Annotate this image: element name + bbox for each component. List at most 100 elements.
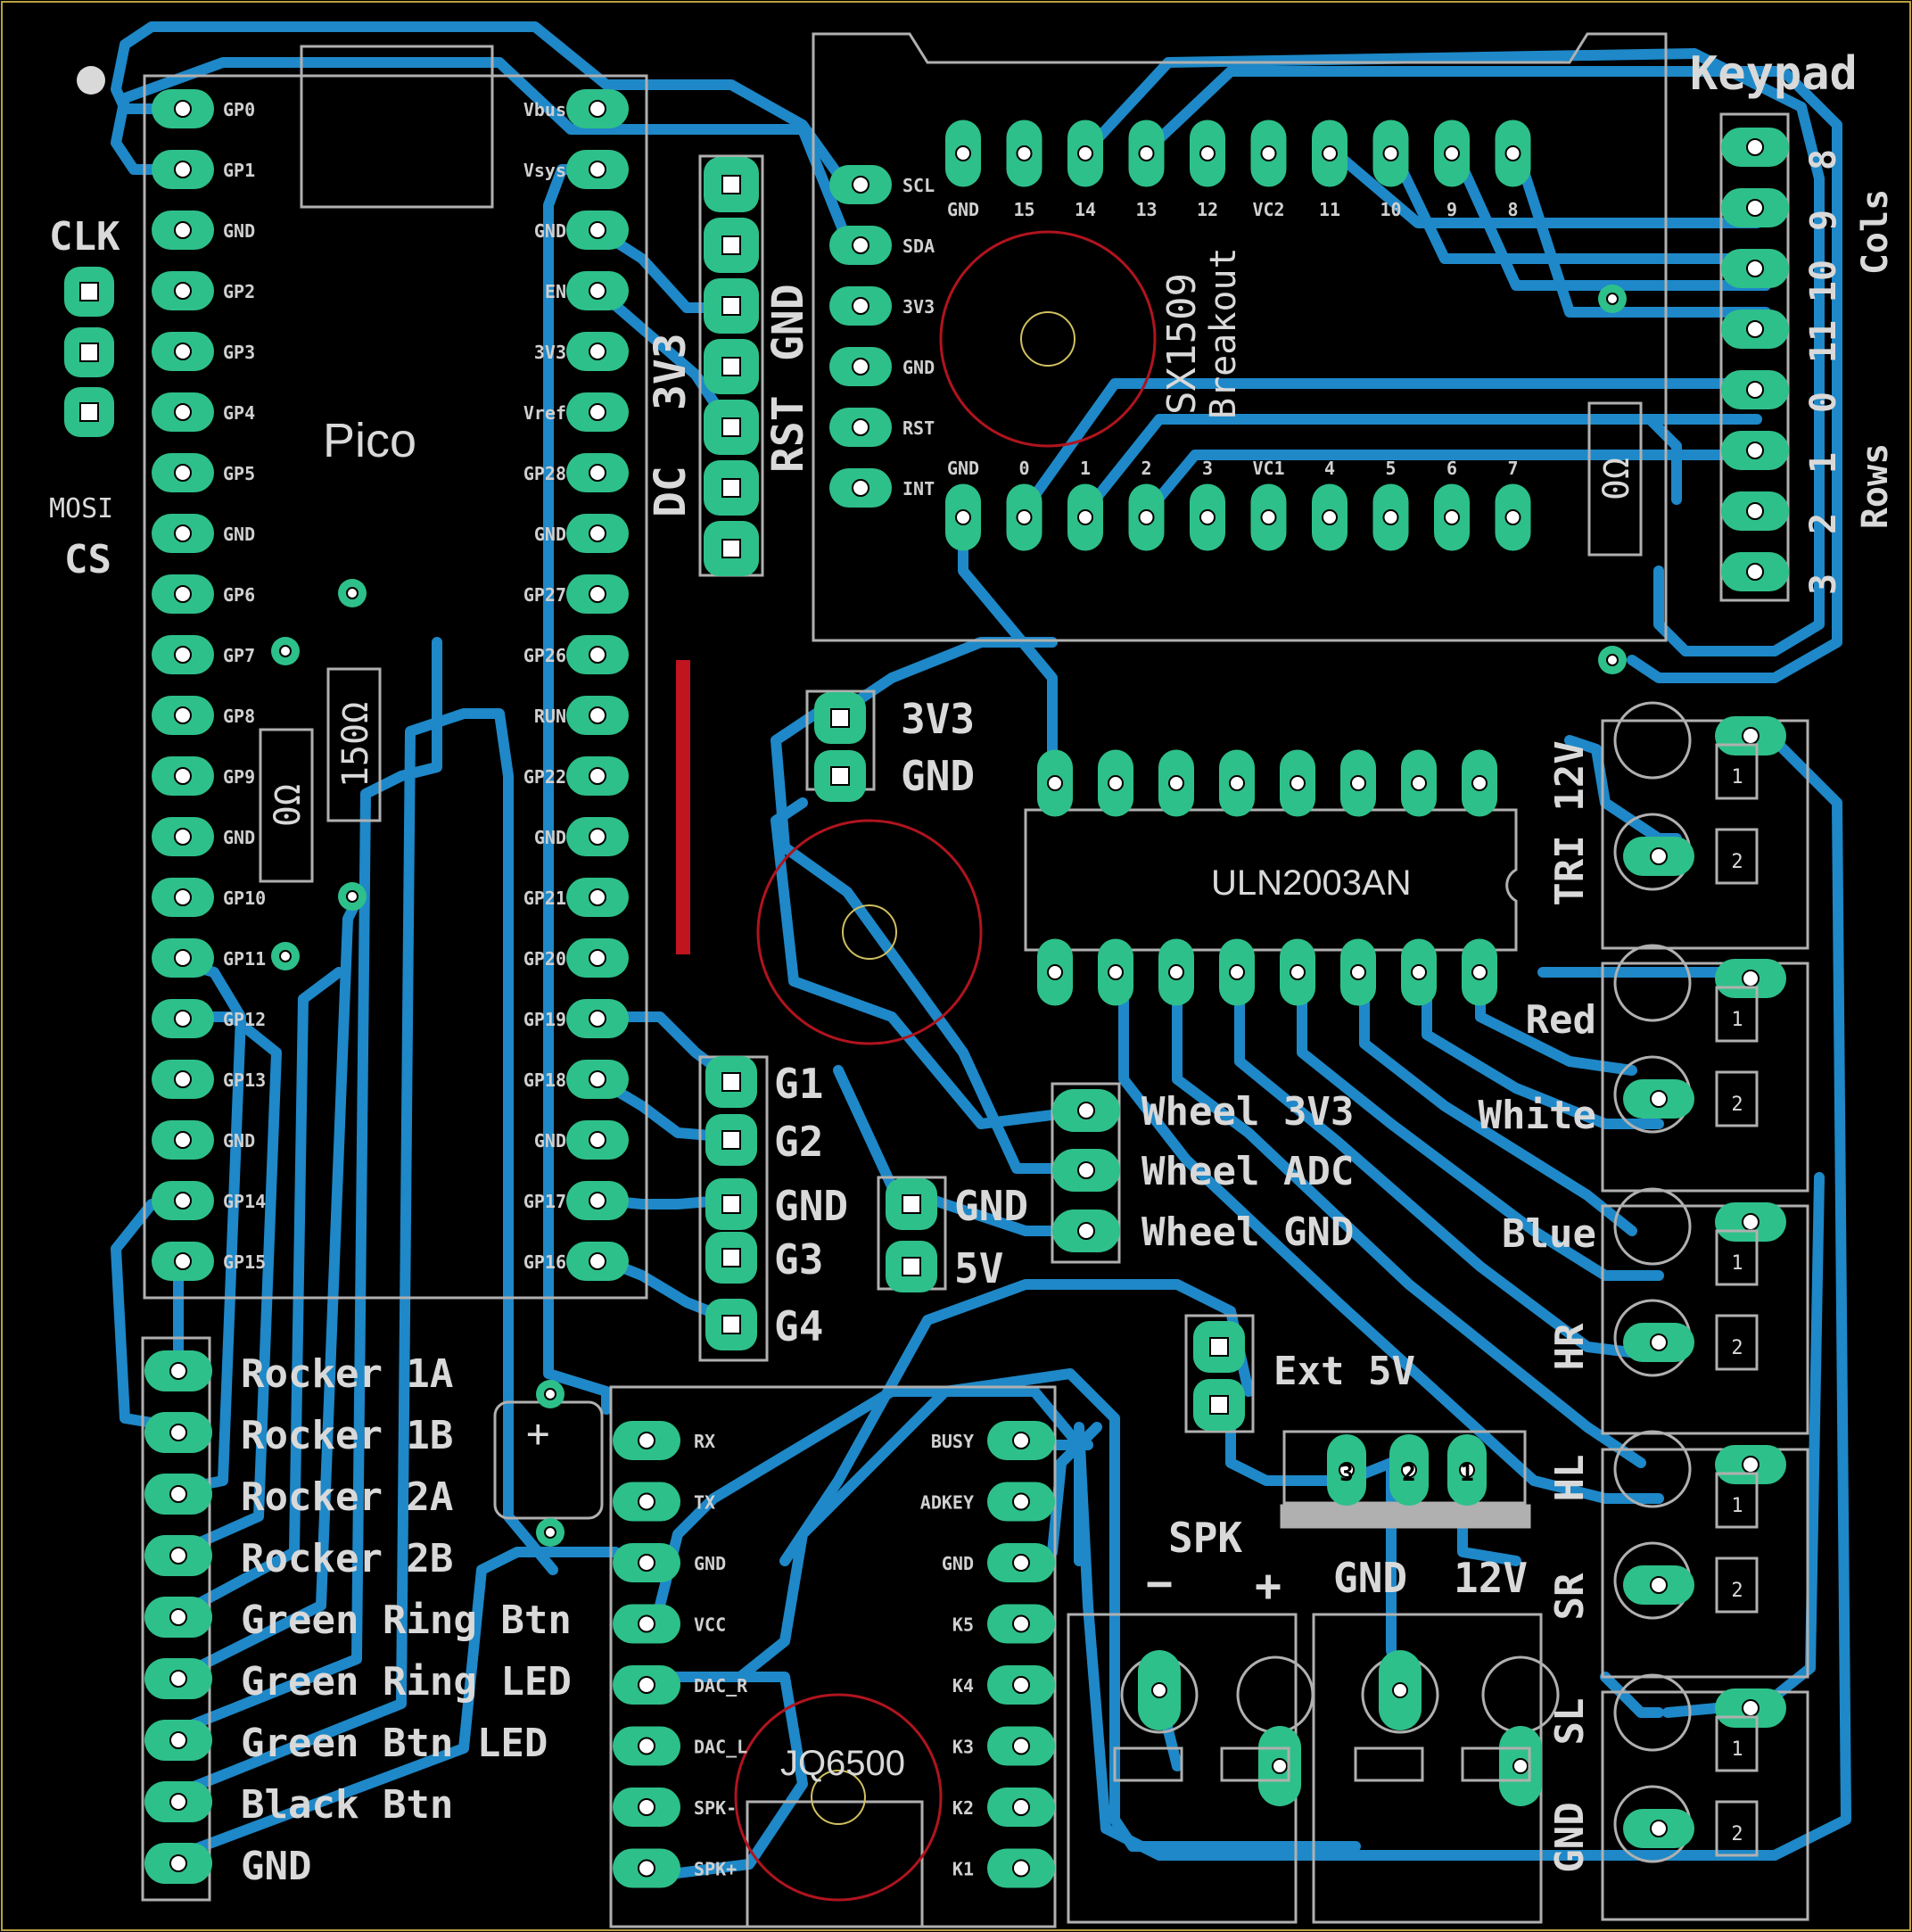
keypad-pad-7 — [1721, 552, 1789, 591]
pico-left-label-gp12: GP12 — [223, 1009, 266, 1030]
jq6500-right-label-k5: K5 — [952, 1614, 974, 1636]
uln-bottom-pad-2 — [1158, 938, 1194, 1006]
terminal-num1-3: 1 — [1731, 1495, 1743, 1517]
pico-right-label-gp21: GP21 — [523, 888, 566, 909]
pads-layer — [64, 89, 1789, 1888]
pico-right-label-vbus: Vbus — [523, 99, 566, 120]
mounting-holes — [734, 230, 1157, 1902]
keypad-num-3: 11 — [1803, 320, 1844, 363]
sx1509-bottom-pad-2 — [1128, 483, 1165, 551]
terminal-screw-2 — [1613, 1187, 1692, 1266]
gauge-pad-g4 — [705, 1299, 757, 1350]
bottom-header-pad-green-ring-btn — [144, 1597, 212, 1638]
jq6500-right-label-adkey: ADKEY — [920, 1492, 974, 1514]
gauge-pad-g2 — [705, 1114, 757, 1166]
pico-right-label-run: RUN — [534, 706, 566, 727]
display-header-pad-1 — [704, 218, 759, 273]
sx1509-top-label-8: 8 — [1507, 199, 1518, 220]
pico-right-pad-10 — [566, 696, 629, 735]
uln-top-pad-5 — [1340, 749, 1376, 817]
resistor-r2-label: 150Ω — [335, 702, 376, 788]
pico-left-pad-9 — [152, 635, 214, 674]
pico-left-pad-19 — [152, 1242, 214, 1281]
sx1509-top-label-14: 14 — [1075, 199, 1096, 220]
disp-dc-label: DC — [646, 466, 696, 517]
sx1509-bottom-label-3: 3 — [1202, 458, 1213, 479]
power-header-pad-0 — [814, 692, 866, 744]
disp-3v3-label: 3V3 — [646, 333, 696, 410]
bottom-terminal-screw-1 — [1236, 1655, 1314, 1734]
pico-right-label-gp22: GP22 — [523, 766, 566, 788]
terminal-num2-4: 2 — [1731, 1823, 1743, 1845]
pico-right-label-gp19: GP19 — [523, 1009, 566, 1030]
wheel-pad-1 — [1052, 1149, 1120, 1192]
sx1509-bottom-pad-3 — [1190, 483, 1225, 551]
mosi-label: MOSI — [49, 493, 113, 524]
gauge-pad-g3 — [705, 1232, 757, 1284]
sx1509-top-label-gnd: GND — [947, 199, 979, 220]
resistor-pad-3 — [271, 942, 300, 970]
jq6500-left-label-vcc: VCC — [694, 1614, 726, 1636]
sx1509-left-label-sda: SDA — [902, 235, 935, 257]
sx1509-left-pad-rst — [829, 408, 892, 447]
gauge-label-g4: G4 — [774, 1302, 823, 1350]
right-terminal-label-sr: SR — [1547, 1573, 1593, 1620]
disp-gnd-label: GND — [763, 284, 813, 361]
uln-top-pad-3 — [1219, 749, 1255, 817]
terminal-num1-1: 1 — [1731, 1009, 1743, 1031]
pico-right-pad-9 — [566, 635, 629, 674]
pico-left-label-gp15: GP15 — [223, 1251, 266, 1273]
pico-right-label-gp26: GP26 — [523, 645, 566, 666]
gnd5v-pad-0 — [886, 1178, 937, 1230]
pico-right-pad-18 — [566, 1181, 629, 1220]
regulator-pin-label-1: 2 — [1402, 1460, 1416, 1487]
sx1509-bottom-label-2: 2 — [1141, 458, 1151, 479]
keypad-num-6: 2 — [1803, 513, 1844, 534]
pico-left-label-gp7: GP7 — [223, 645, 255, 666]
jq6500-left-label-rx: RX — [694, 1431, 715, 1452]
sx1509-top-label-9: 9 — [1446, 199, 1457, 220]
power-gnd-label: GND — [901, 752, 975, 800]
ext5v-pad-0 — [1193, 1321, 1245, 1373]
bottom-header-label-rocker-1a: Rocker 1A — [241, 1351, 453, 1397]
pico-left-label-gp13: GP13 — [223, 1069, 266, 1091]
keypad-rows-label: Rows — [1855, 443, 1896, 529]
jq6500-right-pad-k2 — [987, 1788, 1055, 1827]
jq6500-right-pad-k5 — [987, 1604, 1055, 1644]
terminal-pad-1-0 — [1715, 716, 1786, 755]
sx1509-top-pad-11 — [1312, 120, 1347, 187]
terminal-num1-4: 1 — [1731, 1738, 1743, 1761]
uln-top-pad-6 — [1401, 749, 1437, 817]
sx1509-title-2: Breakout — [1203, 247, 1244, 419]
jq6500-left-label-gnd: GND — [694, 1553, 726, 1574]
bottom-header-pad-rocker-1a — [144, 1350, 212, 1391]
jq6500-left-pad-tx — [613, 1482, 680, 1522]
jq6500-right-label-k4: K4 — [952, 1675, 974, 1697]
terminal-screw-0 — [1613, 701, 1692, 780]
regulator-pad-1 — [1389, 1434, 1429, 1506]
power-3v3-label: 3V3 — [901, 695, 975, 743]
cs-label: CS — [64, 537, 111, 582]
sx1509-bottom-pad-6 — [1434, 483, 1470, 551]
pico-right-pad-2 — [566, 211, 629, 250]
spk-plus-pad — [1258, 1726, 1301, 1806]
pico-right-pad-0 — [566, 89, 629, 128]
terminal-num1-2: 1 — [1731, 1252, 1743, 1275]
pico-left-label-gp11: GP11 — [223, 948, 266, 970]
gauge-label-g1: G1 — [774, 1060, 823, 1108]
resistor-r1-label: 0Ω — [268, 784, 309, 827]
pico-left-label-gp14: GP14 — [223, 1191, 266, 1212]
jq6500-left-label-tx: TX — [694, 1492, 715, 1514]
pico-right-pad-16 — [566, 1060, 629, 1099]
keypad-num-7: 3 — [1803, 574, 1844, 595]
terminal-num1-0: 1 — [1731, 766, 1743, 788]
disp-rst-label: RST — [763, 395, 813, 473]
resistor-pad-0 — [338, 579, 367, 607]
pico-left-pad-4 — [152, 332, 214, 371]
jq6500-right-label-k2: K2 — [952, 1797, 974, 1819]
bottom-header-pad-black-btn — [144, 1781, 212, 1822]
terminal-pad-1-2 — [1715, 1202, 1786, 1242]
terminal-num2-1: 2 — [1731, 1094, 1743, 1116]
uln-top-pad-2 — [1158, 749, 1194, 817]
pico-left-label-gp5: GP5 — [223, 463, 255, 484]
